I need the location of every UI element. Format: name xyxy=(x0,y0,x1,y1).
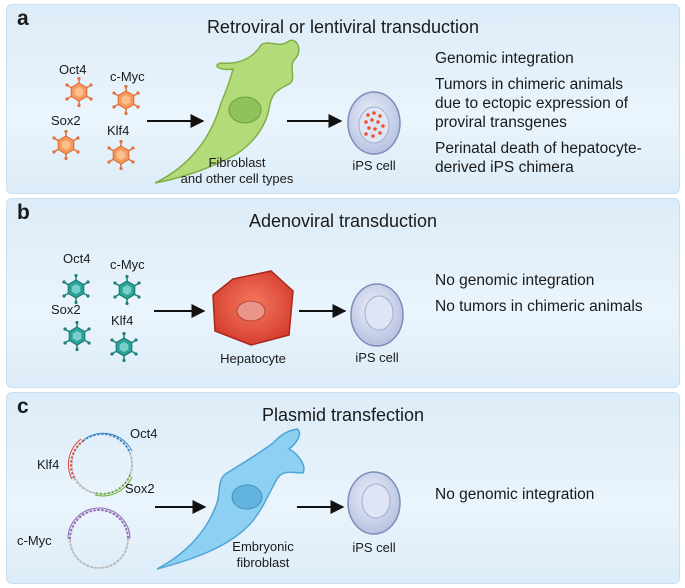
plasmid-label-klf4: Klf4 xyxy=(37,457,60,472)
fibroblast-label: Fibroblast and other cell types xyxy=(180,155,294,186)
plasmid-cmyc xyxy=(67,507,131,569)
outcome-notes-retroviral: Genomic integration Tumors in chimeric a… xyxy=(435,50,642,176)
panel-plasmid: c Plasmid transfection xyxy=(6,392,680,584)
factor-label-cmyc: c-Myc xyxy=(110,69,145,84)
integrated-transgenes xyxy=(364,111,385,138)
outcome-notes-plasmid: No genomic integration xyxy=(435,486,595,503)
adenoviral-illustration xyxy=(61,270,404,362)
fibroblast-nucleus xyxy=(228,96,262,124)
factor-label-klf4: Klf4 xyxy=(107,123,130,138)
plasmid-illustration xyxy=(67,428,401,570)
panel-letter-c: c xyxy=(17,395,29,418)
panel-letter-b: b xyxy=(17,201,30,224)
fibroblast-cell xyxy=(154,39,300,184)
factor-label-oct4: Oct4 xyxy=(63,251,91,266)
hepatocyte-nucleus xyxy=(236,300,266,322)
virus-klf4 xyxy=(106,140,136,170)
ips-nucleus xyxy=(361,483,391,519)
panel-letter-a: a xyxy=(17,7,29,30)
virus-oct4 xyxy=(64,77,94,107)
outcome-notes-adenoviral: No genomic integration No tumors in chim… xyxy=(435,272,643,315)
plasmid-label-cmyc: c-Myc xyxy=(17,533,52,548)
plasmid-oct4-klf4-sox2 xyxy=(68,432,134,497)
virus-klf4 xyxy=(109,332,139,362)
panel-title-adenoviral: Adenoviral transduction xyxy=(248,211,438,231)
panel-title-retroviral: Retroviral or lentiviral transduction xyxy=(206,17,480,37)
factor-label-oct4: Oct4 xyxy=(59,62,87,77)
factor-label-sox2: Sox2 xyxy=(51,113,81,128)
plasmid-label-sox2: Sox2 xyxy=(125,481,155,496)
embryonic-fibroblast-label: Embryonic fibroblast xyxy=(232,539,294,570)
ips-cell-label: iPS cell xyxy=(352,158,396,173)
embryonic-fibroblast-nucleus xyxy=(231,484,263,510)
panel-retroviral: a Retroviral or lentiviral transduction xyxy=(6,4,680,194)
factor-label-cmyc: c-Myc xyxy=(110,257,145,272)
ips-cell-label: iPS cell xyxy=(352,540,396,555)
embryonic-fibroblast-cell xyxy=(156,428,305,570)
ips-cell-label: iPS cell xyxy=(355,350,399,365)
factor-label-klf4: Klf4 xyxy=(111,313,134,328)
virus-sox2 xyxy=(62,321,92,351)
virus-cmyc xyxy=(111,85,141,115)
virus-sox2 xyxy=(51,130,81,160)
plasmid-label-oct4: Oct4 xyxy=(130,426,158,441)
panel-adenoviral: b Adenoviral transduction xyxy=(6,198,680,388)
factor-label-sox2: Sox2 xyxy=(51,302,81,317)
virus-oct4 xyxy=(61,274,91,304)
panel-title-plasmid: Plasmid transfection xyxy=(261,405,425,425)
virus-cmyc xyxy=(112,275,142,305)
hepatocyte-label: Hepatocyte xyxy=(220,351,286,366)
ips-nucleus xyxy=(364,295,394,331)
retroviral-illustration xyxy=(51,39,401,184)
